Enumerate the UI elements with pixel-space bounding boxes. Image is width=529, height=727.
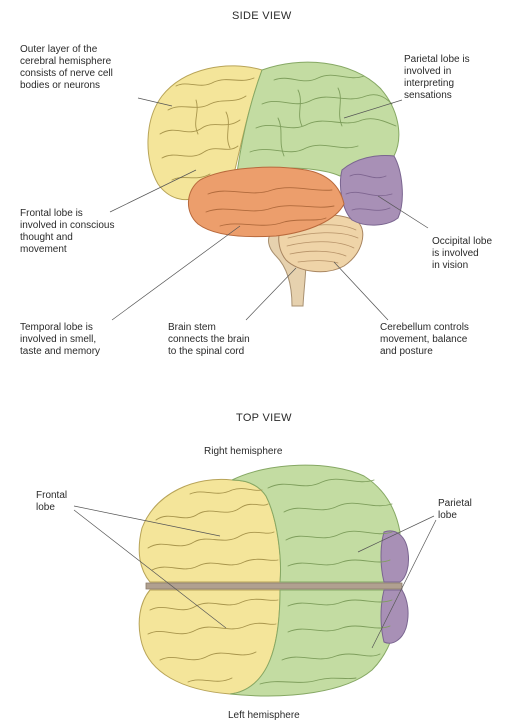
side-view-title: SIDE VIEW — [232, 10, 292, 22]
brain-stem-label: Brain stem connects the brain to the spi… — [168, 322, 250, 358]
top-parietal-lobe-label: Parietal lobe — [438, 498, 472, 522]
frontal-lobe-label: Frontal lobe is involved in conscious th… — [20, 208, 115, 256]
top-view-brain — [139, 465, 408, 696]
left-occipital-lobe — [381, 590, 408, 643]
parietal-lobe-label: Parietal lobe is involved in interpretin… — [404, 54, 470, 102]
occipital-lobe — [340, 156, 402, 226]
leader-cerebellum — [334, 262, 388, 320]
right-occipital-lobe — [381, 531, 409, 582]
top-view-title: TOP VIEW — [236, 412, 292, 424]
top-frontal-lobe-label: Frontal lobe — [36, 490, 67, 514]
right-hemisphere-label: Right hemisphere — [204, 446, 282, 458]
left-hemisphere-label: Left hemisphere — [228, 710, 300, 722]
outer-layer-label: Outer layer of the cerebral hemisphere c… — [20, 44, 113, 92]
leader-temporal — [112, 226, 240, 320]
side-view-brain — [148, 62, 402, 306]
temporal-lobe-label: Temporal lobe is involved in smell, tast… — [20, 322, 100, 358]
occipital-lobe-label: Occipital lobe is involved in vision — [432, 236, 492, 272]
cerebellum-label: Cerebellum controls movement, balance an… — [380, 322, 469, 358]
leader-brain-stem — [246, 268, 296, 320]
longitudinal-fissure — [146, 583, 402, 589]
right-frontal-lobe — [139, 479, 280, 582]
